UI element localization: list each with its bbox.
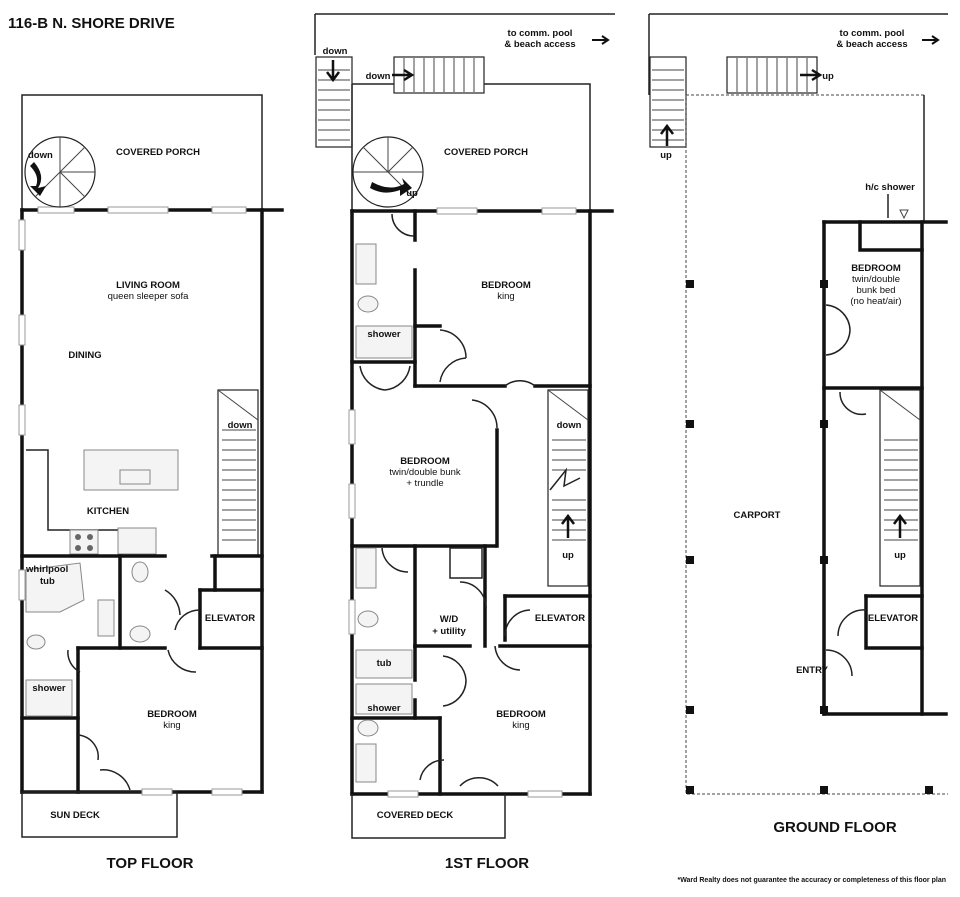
first-shower1-label: shower — [367, 329, 401, 340]
ground-stair-up-label: up — [894, 550, 906, 561]
top-dining-label: DINING — [68, 350, 101, 361]
first-spiral-stair — [352, 136, 424, 208]
first-pool-label-2: & beach access — [504, 39, 575, 50]
top-shower — [25, 679, 73, 717]
first-pool-label-1: to comm. pool — [508, 28, 573, 39]
top-elevator-label: ELEVATOR — [205, 613, 255, 624]
first-stair-down-label: down — [557, 420, 582, 431]
top-spiral-stair — [24, 136, 96, 208]
top-shower-label: shower — [32, 683, 66, 694]
top-covered-porch-label: COVERED PORCH — [116, 147, 200, 158]
ground-hc-shower-label: h/c shower — [865, 182, 915, 193]
first-spiral-up-label: up — [406, 188, 418, 199]
first-stair — [547, 389, 589, 587]
first-covered-deck-label: COVERED DECK — [377, 810, 454, 821]
first-floor-title: 1ST FLOOR — [445, 855, 529, 872]
first-shower-1 — [355, 325, 413, 359]
top-sleeper-sofa-label: queen sleeper sofa — [108, 291, 190, 302]
ground-entry-label: ENTRY — [796, 665, 829, 676]
ground-elevator-label: ELEVATOR — [868, 613, 918, 624]
first-shower2-label: shower — [367, 703, 401, 714]
ground-bunk1-label: twin/double — [852, 274, 900, 285]
top-whirlpool-label: whirlpool — [25, 564, 68, 575]
ground-floor-title: GROUND FLOOR — [773, 819, 896, 836]
first-trundle-label: + trundle — [406, 478, 443, 489]
ground-pool-label-1: to comm. pool — [840, 28, 905, 39]
top-tub-label: tub — [40, 576, 55, 587]
property-title: 116-B N. SHORE DRIVE — [8, 15, 175, 32]
first-bedroom1-label: BEDROOM — [481, 280, 531, 291]
top-living-room-label: LIVING ROOM — [116, 280, 180, 291]
ground-carport-label: CARPORT — [734, 510, 781, 521]
first-ext-down2-label: down — [366, 71, 391, 82]
first-bedroom3-label: BEDROOM — [496, 709, 546, 720]
top-stair — [217, 389, 259, 556]
disclaimer-note: *Ward Realty does not guarantee the accu… — [677, 877, 946, 884]
ground-noheat-label: (no heat/air) — [850, 296, 901, 307]
first-bedroom2-label: BEDROOM — [400, 456, 450, 467]
first-bedroom3-king-label: king — [512, 720, 529, 731]
ground-floor-plan: to comm. pool & beach access up up h/c s… — [648, 13, 948, 884]
first-covered-porch-label: COVERED PORCH — [444, 147, 528, 158]
top-sun-deck — [21, 791, 178, 838]
top-sun-deck-label: SUN DECK — [50, 810, 100, 821]
first-stair-up-label: up — [562, 550, 574, 561]
ground-ext-up-label-1: up — [660, 150, 672, 161]
first-bedroom1-king-label: king — [497, 291, 514, 302]
first-ext-down-label: down — [323, 46, 348, 57]
first-bunk-label: twin/double bunk — [389, 467, 461, 478]
top-kitchen-label: KITCHEN — [87, 506, 129, 517]
first-tub-label: tub — [377, 658, 392, 669]
top-floor-plan: COVERED PORCH down LIVING ROOM queen sle… — [18, 94, 284, 872]
ground-bunk2-label: bunk bed — [856, 285, 895, 296]
first-wd-label: W/D — [440, 614, 459, 625]
ground-stair — [879, 389, 921, 587]
first-tub — [355, 649, 413, 679]
top-bedroom-label: BEDROOM — [147, 709, 197, 720]
top-stair-down-label: down — [228, 420, 253, 431]
ground-pool-label-2: & beach access — [836, 39, 907, 50]
first-utility-label: + utility — [432, 626, 466, 637]
first-elevator-label: ELEVATOR — [535, 613, 585, 624]
ground-ext-up-label-2: up — [822, 71, 834, 82]
top-whirlpool-tub — [25, 562, 85, 613]
top-spiral-down-label: down — [28, 150, 53, 161]
top-bedroom-king-label: king — [163, 720, 180, 731]
first-floor-plan: down down to comm. pool & beach access C… — [314, 13, 615, 872]
ground-bedroom-label: BEDROOM — [851, 263, 901, 274]
top-floor-title: TOP FLOOR — [107, 855, 194, 872]
first-shower-2 — [355, 683, 413, 715]
